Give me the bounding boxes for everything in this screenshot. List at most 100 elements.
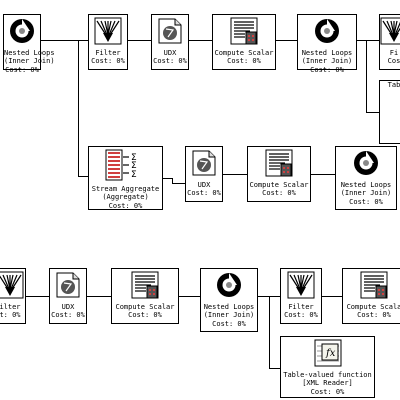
connector-line: [223, 174, 247, 175]
operator-cost: Cost: 0%: [51, 311, 85, 319]
operator-cost: Cost: 0%: [153, 57, 187, 65]
operator-name: Compute Scalar: [214, 48, 274, 57]
operator-cost: Cost: 0%: [227, 57, 261, 65]
operator-cost: Cost: 0%: [212, 319, 246, 328]
connector-line: [128, 40, 151, 41]
operator-cost: Cost: 0%: [187, 189, 221, 197]
operator-name: Nested Loops: [203, 302, 255, 311]
operator-subtype: (Inner Join): [340, 189, 392, 197]
connector-line: [366, 40, 367, 112]
compute-scalar-icon: [131, 271, 159, 302]
compute-scalar-icon: [360, 271, 388, 302]
filter-icon: [287, 271, 315, 302]
operator-name: Tab: [387, 81, 400, 89]
operator-cost: Cost: 0%: [284, 311, 318, 319]
operator-cost: Cost: 0%: [310, 387, 345, 396]
connector-line: [78, 40, 79, 176]
plan-operator-n5[interactable]: Nested Loops(Inner Join)Cost: 0%: [297, 14, 357, 74]
connector-line: [189, 40, 212, 41]
connector-line: [269, 368, 280, 369]
operator-cost: Cost: 0%: [349, 197, 383, 206]
operator-subtype: (Inner Join): [203, 311, 255, 319]
operator-name: Nested Loops: [301, 48, 353, 57]
operator-name: Nested Loops: [340, 180, 392, 189]
operator-cost: Cost: 0%: [5, 65, 39, 74]
connector-line: [172, 183, 185, 184]
operator-name: Compute Scalar: [115, 302, 175, 311]
filter-icon: [94, 17, 122, 48]
table-valued-function-icon: fx: [314, 339, 342, 370]
connector-line: [322, 296, 342, 297]
svg-text:fx: fx: [325, 348, 336, 359]
compute-scalar-icon: [265, 149, 293, 180]
operator-name: UDX: [163, 48, 177, 57]
operator-cost: Cos: [387, 57, 400, 65]
operator-subtype: (Inner Join): [301, 57, 353, 65]
operator-name: Filter: [95, 48, 121, 57]
operator-name: UDX: [61, 302, 75, 311]
operator-name: Filter: [288, 302, 314, 311]
svg-text:Σ: Σ: [131, 161, 137, 171]
nested-loops-icon: [313, 17, 341, 48]
udx-icon: [190, 149, 218, 180]
connector-line: [179, 296, 200, 297]
operator-name: UDX: [197, 180, 211, 189]
connector-line: [87, 296, 111, 297]
connector-line: [41, 40, 88, 41]
plan-operator-n7[interactable]: Tab: [379, 80, 400, 144]
connector-line: [172, 178, 173, 183]
operator-cost: Cost: 0%: [128, 311, 162, 319]
udx-icon: [54, 271, 82, 302]
operator-name: ilter: [0, 302, 21, 311]
operator-cost: Cost: 0%: [357, 311, 391, 319]
connector-line: [269, 296, 270, 368]
operator-name: Compute Scala: [346, 302, 400, 311]
connector-line: [311, 174, 335, 175]
operator-cost: t: 0%: [0, 311, 21, 319]
operator-name: Table-valued function: [283, 370, 372, 379]
compute-scalar-icon: [230, 17, 258, 48]
operator-name: Compute Scalar: [249, 180, 309, 189]
connector-line: [276, 40, 297, 41]
plan-operator-n15[interactable]: Nested Loops(Inner Join)Cost: 0%: [200, 268, 258, 332]
filter-icon: [0, 271, 24, 302]
connector-line: [366, 112, 379, 113]
connector-line: [163, 178, 173, 179]
operator-name: Nested Loops: [4, 48, 55, 57]
operator-cost: Cost: 0%: [310, 65, 344, 74]
nested-loops-icon: [352, 149, 380, 180]
connector-line: [78, 176, 88, 177]
connector-line: [26, 296, 49, 297]
plan-operator-n1[interactable]: Nested Loops(Inner Join)Cost: 0%: [3, 14, 55, 74]
operator-cost: Cost: 0%: [91, 57, 125, 65]
operator-subtype: (Inner Join): [4, 57, 55, 65]
connector-line: [357, 40, 379, 41]
operator-name: Stream Aggregate: [91, 184, 160, 193]
plan-operator-n11[interactable]: Nested Loops(Inner Join)Cost: 0%: [335, 146, 397, 210]
udx-icon: [156, 17, 184, 48]
nested-loops-icon: [8, 17, 36, 48]
nested-loops-icon: [215, 271, 243, 302]
operator-subtype: (Aggregate): [102, 193, 149, 201]
operator-name: Fi: [389, 48, 399, 57]
operator-subtype: [XML Reader]: [302, 379, 353, 387]
operator-cost: Cost: 0%: [108, 201, 143, 210]
operator-cost: Cost: 0%: [262, 189, 296, 197]
svg-text:Σ: Σ: [131, 153, 137, 163]
svg-text:Σ: Σ: [131, 170, 137, 180]
